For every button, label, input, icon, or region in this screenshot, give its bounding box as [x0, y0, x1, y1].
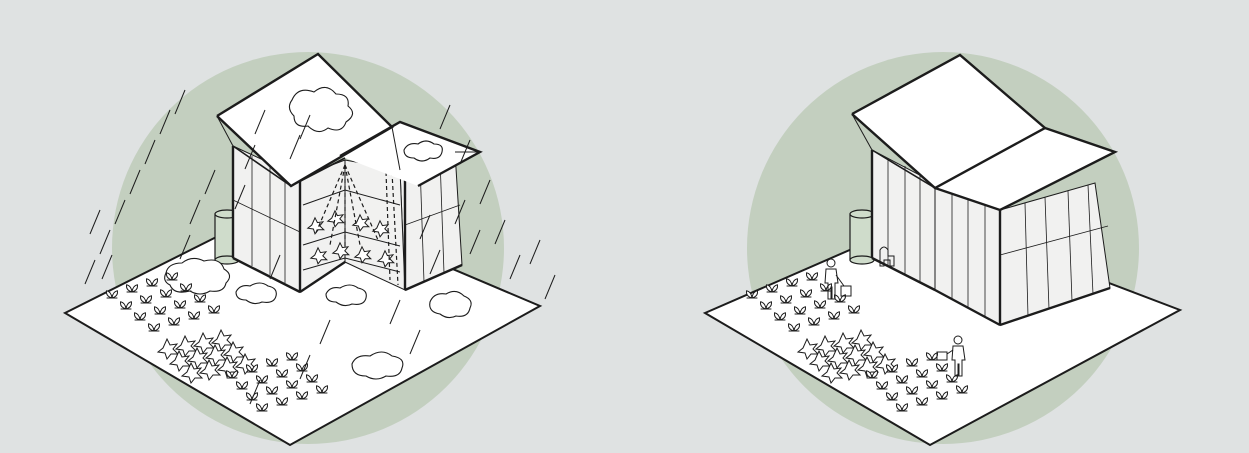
rain-icon — [102, 255, 112, 279]
rain-tank-icon — [850, 210, 874, 264]
rain-scene-panel — [65, 52, 555, 445]
dry-scene-panel — [705, 52, 1180, 445]
rain-icon — [85, 260, 95, 284]
rain-icon — [90, 210, 100, 234]
rain-icon — [100, 230, 110, 254]
rain-icon — [545, 275, 555, 299]
rain-icon — [530, 240, 540, 264]
rain-icon — [510, 255, 520, 279]
